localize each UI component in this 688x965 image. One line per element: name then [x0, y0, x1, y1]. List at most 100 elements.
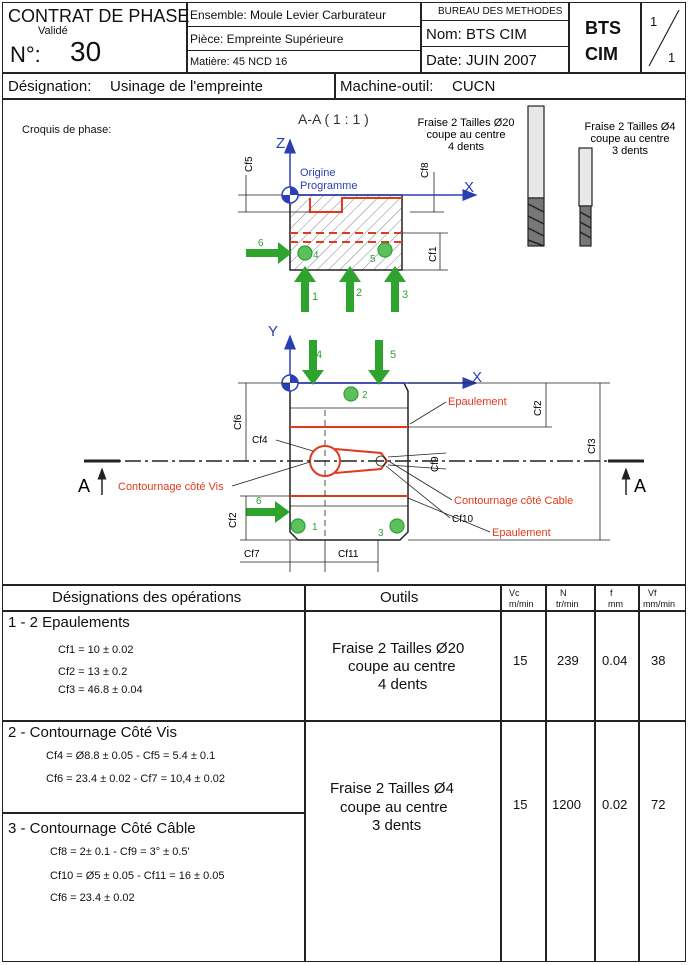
section-a-right: A [634, 476, 646, 496]
arrow-3-label-section: 3 [402, 289, 408, 301]
arrow-4-label-top: 4 [316, 349, 322, 361]
arrow-6-label-section: 6 [258, 238, 264, 249]
op23-tool-line1: Fraise 2 Tailles Ø4 [330, 780, 454, 797]
phase-sketch: A-A ( 1 : 1 ) Cf5 Cf8 Cf1 Z X Origine Pr… [78, 105, 676, 572]
tool1-line3: 4 dents [448, 141, 485, 153]
cf6-label: Cf6 [233, 414, 244, 430]
section-a-left: A [78, 476, 90, 496]
op23-tool-line2: coupe au centre [340, 799, 448, 816]
op1-tool-line1: Fraise 2 Tailles Ø20 [332, 640, 465, 657]
phase-number: 30 [70, 36, 102, 67]
cf7-label: Cf7 [244, 549, 260, 560]
header-n-unit: tr/min [556, 599, 579, 609]
header-vf: Vf [648, 588, 657, 598]
op1-vf: 38 [651, 653, 666, 668]
cf3-label: Cf3 [587, 438, 598, 454]
status-label: Validé [38, 25, 68, 37]
cf10-label: Cf10 [452, 514, 474, 525]
tool2-line2: coupe au centre [591, 133, 670, 145]
op1-tool-line3: 4 dents [378, 676, 428, 693]
epaulement-label-bottom: Epaulement [492, 527, 551, 539]
op1-vc: 15 [513, 653, 528, 668]
tool2-line1: Fraise 2 Tailles Ø4 [585, 121, 676, 133]
tool2-line3: 3 dents [612, 145, 649, 157]
tool-illustrations: Fraise 2 Tailles Ø20 coupe au centre 4 d… [417, 105, 676, 247]
header-n: N [560, 588, 567, 598]
op3-line3: Cf6 = 23.4 ± 0.02 [50, 892, 135, 904]
croquis-label: Croquis de phase: [22, 124, 112, 136]
page-total: 1 [668, 50, 676, 65]
contour-vis-label: Contournage côté Vis [118, 481, 224, 493]
matiere-field: Matière: 45 NCD 16 [190, 56, 288, 68]
cim-label: CIM [585, 44, 618, 64]
cf1-label: Cf1 [428, 246, 439, 262]
arrow-1-label-section: 1 [312, 291, 318, 303]
op2-line2: Cf6 = 23.4 ± 0.02 - Cf7 = 10,4 ± 0.02 [46, 773, 226, 785]
header-vc-unit: m/min [509, 599, 534, 609]
cf9-label: Cf9 [430, 456, 441, 472]
op1-line2: Cf2 = 13 ± 0.2 [58, 666, 128, 678]
support-3-label: 3 [378, 528, 384, 539]
document-title: CONTRAT DE PHASE [8, 6, 190, 26]
op3-line2: Cf10 = Ø5 ± 0.05 - Cf11 = 16 ± 0.05 [50, 870, 225, 882]
op3-line1: Cf8 = 2± 0.1 - Cf9 = 3° ± 0.5' [50, 846, 190, 858]
support-2-label: 2 [362, 390, 368, 401]
header-f-unit: mm [608, 599, 623, 609]
op1-line3: Cf3 = 46.8 ± 0.04 [58, 684, 143, 696]
origin-label-2: Programme [300, 180, 357, 192]
cf5-label: Cf5 [244, 156, 255, 172]
arrow-6-label-top: 6 [256, 496, 262, 507]
support-4-label: 4 [313, 250, 319, 261]
op23-f: 0.02 [602, 797, 628, 812]
section-view: Cf5 Cf8 Cf1 Z X Origine Programme 4 5 6 … [238, 135, 478, 312]
cf2-label-left: Cf2 [228, 512, 239, 528]
origin-label: Origine [300, 167, 335, 179]
op2-title: 2 - Contournage Côté Vis [8, 724, 177, 741]
cf8-label: Cf8 [420, 162, 431, 178]
cf4-label: Cf4 [252, 435, 268, 446]
z-axis-label: Z [276, 135, 285, 152]
op23-vf: 72 [651, 797, 666, 812]
op1-title: 1 - 2 Epaulements [8, 614, 130, 631]
support-5-label: 5 [370, 254, 376, 265]
contour-cable-label: Contournage côté Cable [454, 495, 573, 507]
op1-tool-line2: coupe au centre [348, 658, 456, 675]
nom-field: Nom: BTS CIM [426, 26, 527, 43]
op3-title: 3 - Contournage Côté Câble [8, 820, 196, 837]
phase-number-label: N°: [10, 42, 41, 67]
header-vf-unit: mm/min [643, 599, 675, 609]
bureau-label: BUREAU DES METHODES [438, 6, 563, 17]
y-axis-label: Y [268, 323, 278, 340]
op23-tool-line3: 3 dents [372, 817, 422, 834]
cf11-label: Cf11 [338, 549, 359, 560]
arrow-5-label-top: 5 [390, 349, 396, 361]
machine-label: Machine-outil: [340, 78, 434, 95]
op1-f: 0.04 [602, 653, 628, 668]
header-vc: Vc [509, 588, 520, 598]
header-f: f [610, 588, 613, 598]
x-axis-label-top: X [472, 369, 482, 386]
header-outils: Outils [380, 589, 419, 606]
tool1-line1: Fraise 2 Tailles Ø20 [417, 117, 514, 129]
x-axis-label-section: X [464, 179, 474, 196]
designation-value: Usinage de l'empreinte [110, 78, 263, 95]
section-label: A-A ( 1 : 1 ) [298, 111, 369, 127]
op1-n: 239 [557, 653, 579, 668]
arrow-2-label-section: 2 [356, 287, 362, 299]
piece-field: Pièce: Empreinte Supérieure [190, 32, 344, 46]
page-fraction-slash [648, 9, 680, 67]
date-field: Date: JUIN 2007 [426, 52, 537, 69]
op23-n: 1200 [552, 797, 581, 812]
designation-label: Désignation: [8, 78, 92, 95]
epaulement-label-top: Epaulement [448, 396, 507, 408]
op1-line1: Cf1 = 10 ± 0.02 [58, 644, 134, 656]
tool1-line2: coupe au centre [427, 129, 506, 141]
header-designation: Désignations des opérations [52, 589, 242, 606]
op23-vc: 15 [513, 797, 528, 812]
machine-value: CUCN [452, 78, 496, 95]
support-1-label: 1 [312, 522, 318, 533]
bts-label: BTS [585, 18, 621, 38]
ensemble-field: Ensemble: Moule Levier Carburateur [190, 8, 387, 22]
top-view: A A Y X 2 1 3 4 5 6 Cf6 Cf2 Cf3 Cf2 [78, 323, 646, 572]
